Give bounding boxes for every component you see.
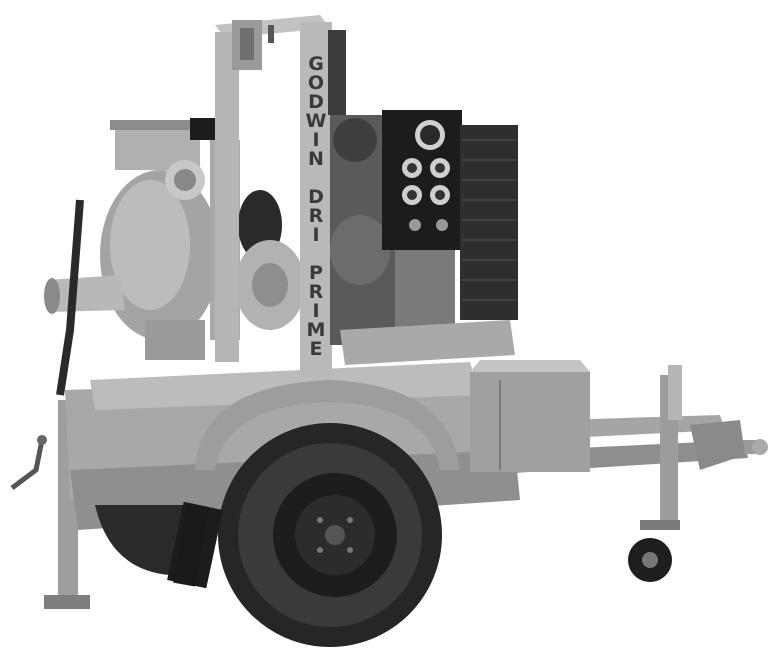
mast-letter: R [309,205,324,227]
mast-letter: W [306,110,327,132]
mast-letter: D [308,91,324,113]
fender [195,380,460,470]
engine-base [340,320,515,365]
pump-casing [44,120,220,396]
control-panel [382,110,462,250]
mast-letter: M [307,319,326,341]
front-jack-stand [628,365,682,582]
mast-letter: G [308,53,324,75]
mast-letter: N [308,148,324,170]
mast-letter: P [309,262,323,284]
mast-letter: O [308,72,324,94]
mast-letter: R [309,281,324,303]
mast-letter: I [312,224,319,246]
mast-letter: D [308,186,324,208]
hanging-tag [173,503,209,587]
trailer-wheel [218,423,442,647]
mast-letter: I [312,300,319,322]
mast-letter: I [312,129,319,151]
mast-letter: E [310,338,323,360]
radiator [460,125,518,320]
